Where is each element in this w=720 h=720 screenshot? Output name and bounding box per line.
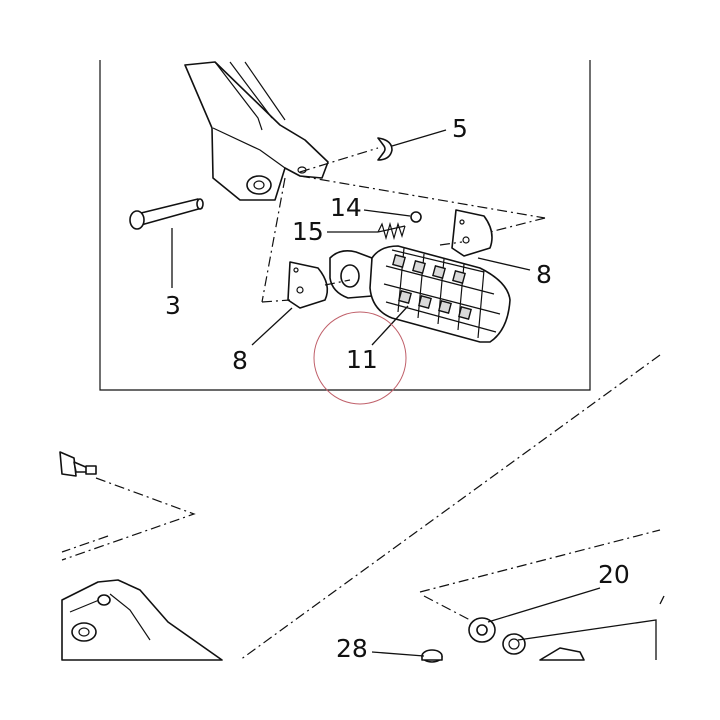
callout-8-right: 8 <box>536 260 552 289</box>
callout-8-left: 8 <box>232 346 248 375</box>
lower-assembly <box>59 354 665 663</box>
detent-spring <box>377 221 406 241</box>
footrest-plate-right <box>451 209 493 257</box>
callout-15: 15 <box>292 217 324 246</box>
pivot-pin <box>129 198 204 230</box>
callout-3: 3 <box>165 291 181 320</box>
callout-5: 5 <box>452 114 468 143</box>
leader-lines <box>171 129 531 346</box>
inset-frame <box>99 60 591 391</box>
highlight-circle <box>313 311 407 405</box>
circlip <box>377 137 393 161</box>
footrest-plate-left <box>287 261 329 309</box>
callout-11: 11 <box>346 345 378 374</box>
callout-20: 20 <box>598 560 630 589</box>
callout-14: 14 <box>330 193 362 222</box>
footrest-bracket <box>184 61 329 201</box>
detent-ball <box>410 211 422 223</box>
footpeg-rubber <box>329 245 511 343</box>
assembly-lines <box>261 147 546 303</box>
callout-28: 28 <box>336 634 368 663</box>
